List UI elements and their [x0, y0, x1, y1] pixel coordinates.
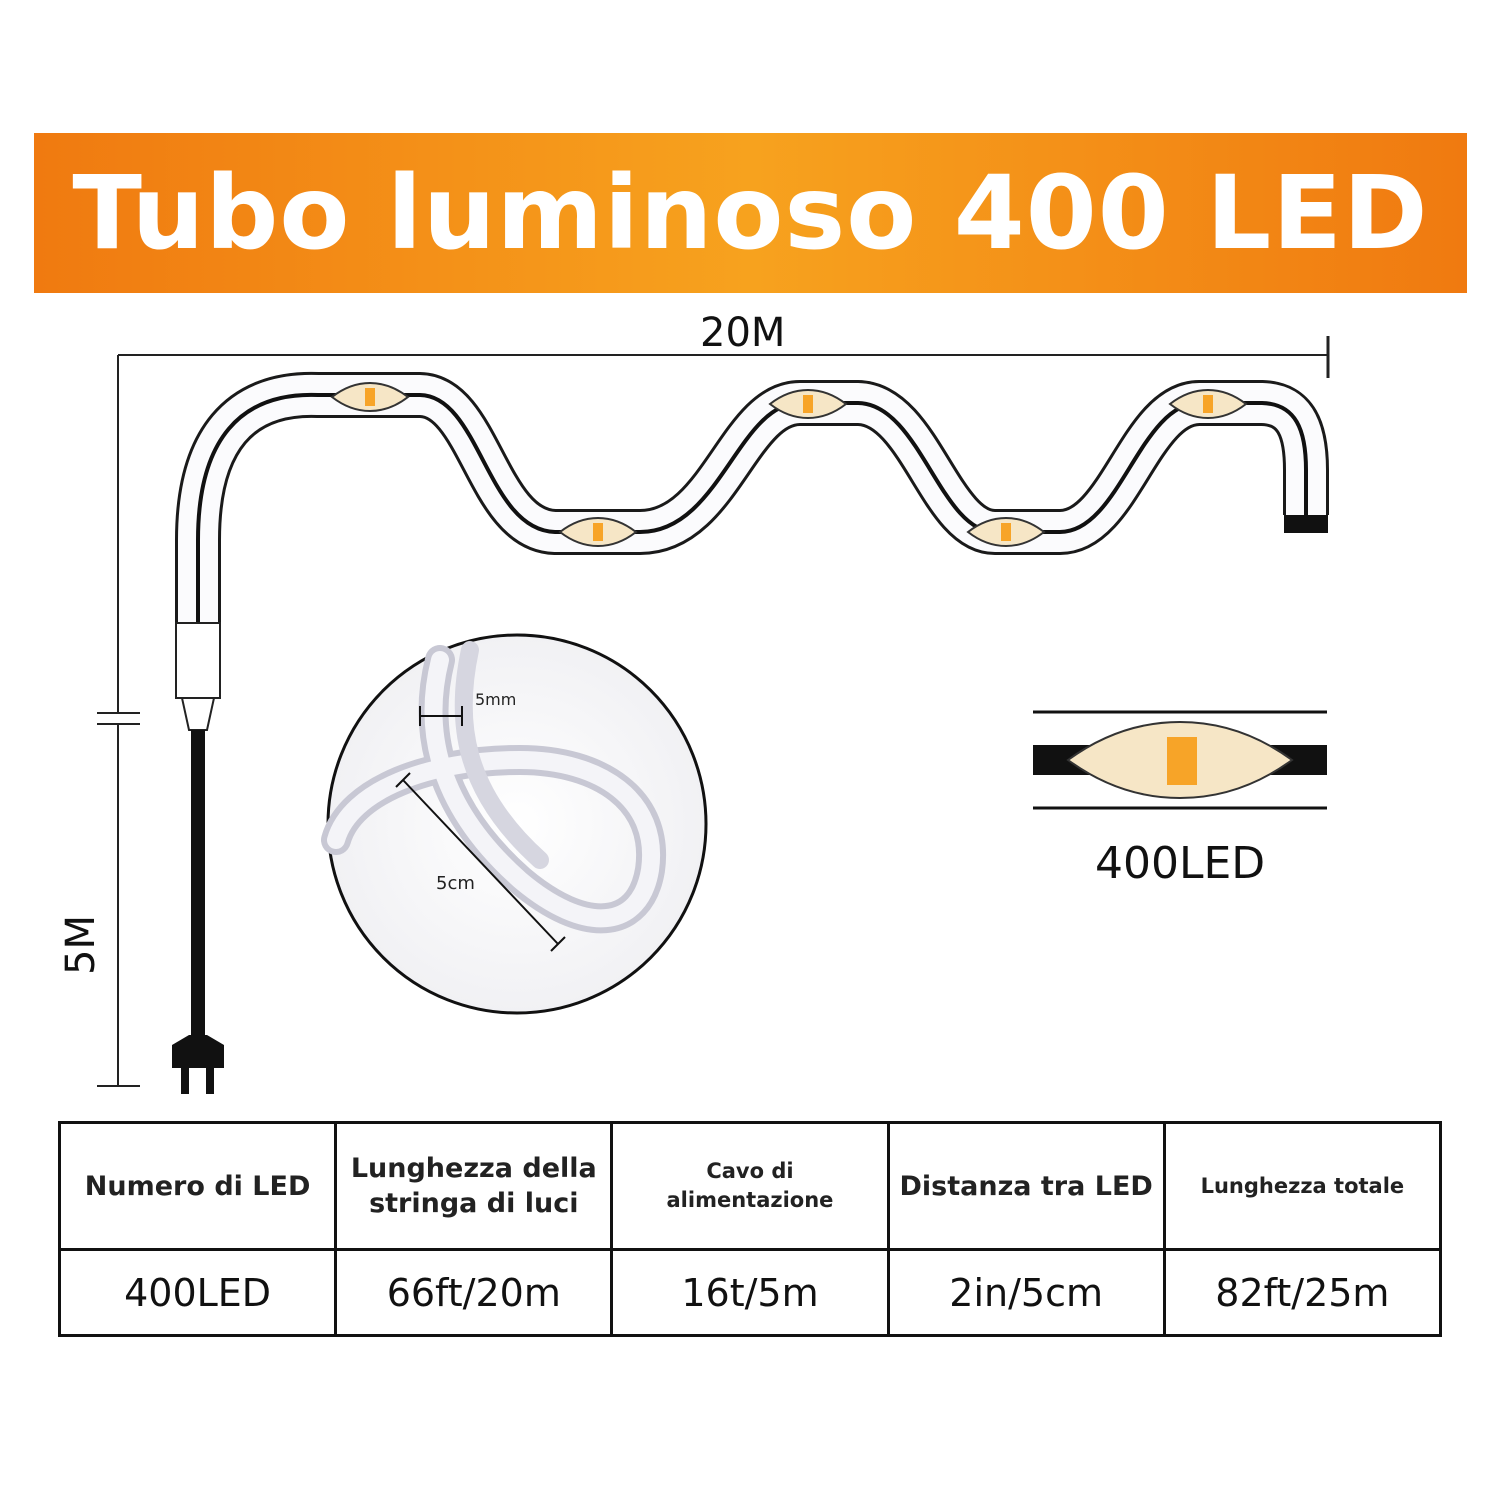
tube-closeup-circle [321, 633, 708, 1015]
header-power-cable: Cavo di alimentazione [610, 1121, 890, 1251]
power-connector [175, 622, 221, 731]
length-label: 20M [700, 310, 786, 356]
value-power-cable: 16t/5m [610, 1248, 890, 1337]
led-spacing-label: 5cm [436, 873, 475, 894]
banner-title: Tubo luminoso 400 LED [72, 153, 1429, 273]
specs-table: Numero di LED Lunghezza della stringa di… [57, 1121, 1443, 1337]
tube-end-cap [1284, 515, 1328, 533]
specs-value-row: 400LED 66ft/20m 16t/5m 2in/5cm 82ft/25m [57, 1248, 1443, 1337]
header-string-length: Lunghezza della stringa di luci [334, 1121, 614, 1251]
specs-header-row: Numero di LED Lunghezza della stringa di… [57, 1121, 1443, 1251]
led-tube-diagram [97, 336, 1330, 1094]
value-led-spacing: 2in/5cm [886, 1248, 1166, 1337]
title-banner: Tubo luminoso 400 LED [34, 133, 1467, 293]
led-detail [1033, 710, 1327, 810]
header-led-spacing: Distanza tra LED [886, 1121, 1166, 1251]
led-tube [175, 371, 1329, 625]
power-cable-length-label: 5M [58, 915, 104, 975]
value-led-count: 400LED [57, 1248, 338, 1337]
tube-diameter-label: 5mm [475, 690, 517, 709]
led-detail-label: 400LED [1095, 838, 1266, 889]
value-string-length: 66ft/20m [334, 1248, 614, 1337]
header-total-length: Lunghezza totale [1162, 1121, 1443, 1251]
header-led-count: Numero di LED [57, 1121, 338, 1251]
value-total-length: 82ft/25m [1162, 1248, 1443, 1337]
length-dimension-line [118, 336, 1330, 378]
cable-dimension-line [97, 355, 140, 1087]
plug-icon [172, 1035, 224, 1094]
